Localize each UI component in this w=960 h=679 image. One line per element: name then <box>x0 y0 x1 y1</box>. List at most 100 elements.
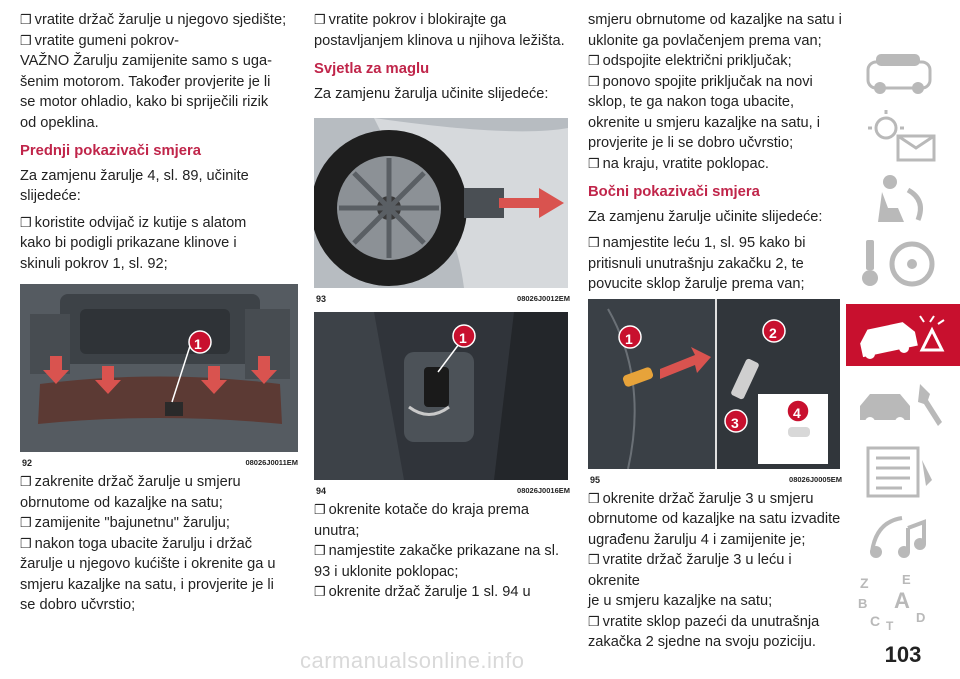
bullet-icon: ❒ <box>314 543 326 558</box>
bullet-icon: ❒ <box>588 73 600 89</box>
text-line: ❒ponovo spojite priključak na novi <box>588 73 813 90</box>
text-line: je u smjeru kazaljke na satu; <box>588 593 773 609</box>
figure-caption: 95 08026J0005EM <box>588 469 844 485</box>
text-line: ❒zakrenite držač žarulje u smjeru <box>20 474 241 490</box>
chapter-tab-specifications[interactable] <box>846 440 960 504</box>
text-line: obrnutome od kazaljke na satu; <box>20 494 223 511</box>
text-line: se dobro učvrstio; <box>20 597 136 613</box>
callout-1: 1 <box>194 336 202 352</box>
bullet-icon: ❒ <box>20 32 32 48</box>
text-line: obrnutome od kazaljke na satu izvadite <box>588 511 841 527</box>
chapter-tab-dashboard[interactable] <box>846 40 960 104</box>
bullet-icon: ❒ <box>20 474 32 489</box>
bullet-icon: ❒ <box>20 535 32 551</box>
callout-1: 1 <box>625 330 633 347</box>
chapter-tab-emergency[interactable] <box>846 304 960 366</box>
bullet-icon: ❒ <box>314 502 326 517</box>
key-steering-icon <box>862 240 935 287</box>
text-line: ❒vratite gumeni pokrov- <box>20 32 180 49</box>
figure-number: 92 <box>22 458 33 468</box>
chapter-tab-warning-lights[interactable] <box>846 104 960 168</box>
figure-caption: 92 08026J0011EM <box>20 452 300 468</box>
text-line: šenim motorom. Također provjerite je li <box>20 73 271 90</box>
svg-text:T: T <box>886 619 894 632</box>
figure-93 <box>314 118 568 288</box>
figure-code: 08026J0012EM <box>517 294 570 303</box>
chapter-tab-maintenance[interactable] <box>846 372 960 436</box>
text-line: okrenite u smjeru kazaljke na satu, i <box>588 114 820 131</box>
watermark: carmanualsonline.info <box>300 648 525 673</box>
text-line: Za zamjenu žarulje 4, sl. 89, učinite <box>20 167 249 184</box>
section-heading: Prednji pokazivači smjera <box>20 143 201 159</box>
text-line: provjerite je li se dobro učvrstio; <box>588 135 794 151</box>
text-line: Za zamjenu žarulja učinite slijedeće: <box>314 85 549 102</box>
car-breakdown-icon <box>860 315 945 359</box>
text-line: ❒namjestite leću 1, sl. 95 kako bi <box>588 235 806 251</box>
text-line: ❒vratite držač žarulje 3 u leću i okreni… <box>588 552 792 589</box>
page-number: 103 <box>884 642 922 667</box>
text-line: se motor ohladio, kako bi spriječili riz… <box>20 94 269 110</box>
svg-text:E: E <box>902 572 911 587</box>
car-dashboard-icon <box>866 54 932 94</box>
engine-bay-illustration <box>20 284 298 452</box>
svg-text:D: D <box>916 610 925 625</box>
bullet-icon: ❒ <box>588 53 600 68</box>
text-line: 93 i uklonite poklopac; <box>314 563 459 580</box>
bullet-icon: ❒ <box>588 235 600 250</box>
spec-list-icon <box>866 446 932 498</box>
text-line: kako bi podigli prikazane klinove i <box>20 235 237 251</box>
text-line: ❒vratite pokrov i blokirajte ga <box>314 12 507 28</box>
bullet-icon: ❒ <box>314 584 326 599</box>
bullet-icon: ❒ <box>588 490 600 506</box>
text-line: ❒namjestite zakačke prikazane na sl. <box>314 543 560 559</box>
figure-92: 1 <box>20 284 298 452</box>
figure-code: 08026J0011EM <box>245 458 298 467</box>
bullet-icon: ❒ <box>314 12 326 27</box>
fog-light-bulb-illustration <box>314 312 568 480</box>
warning-light-icon <box>868 110 936 162</box>
warning-text: VAŽNO Žarulju zamijenite samo s uga- <box>20 53 272 69</box>
svg-text:C: C <box>870 613 880 629</box>
text-line: ❒na kraju, vratite poklopac. <box>588 155 769 172</box>
figure-number: 95 <box>590 474 601 485</box>
svg-text:B: B <box>858 596 867 611</box>
bullet-icon: ❒ <box>20 12 32 27</box>
text-line: slijedeće: <box>20 188 81 204</box>
figure-number: 93 <box>316 294 327 304</box>
text-line: povucite sklop žarulje prema van; <box>588 276 805 292</box>
section-heading: Svjetla za maglu <box>314 61 430 77</box>
svg-text:A: A <box>894 588 910 613</box>
text-line: ❒vratite držač žarulje u njegovo sjedišt… <box>20 12 287 28</box>
figure-caption: 93 08026J0012EM <box>314 288 572 304</box>
chapter-tab-multimedia[interactable] <box>846 508 960 572</box>
callout-2: 2 <box>769 324 777 341</box>
chapter-tab-starting[interactable] <box>846 232 960 296</box>
text-line: uklonite ga povlačenjem prema van; <box>588 32 822 49</box>
chapter-tab-safety[interactable] <box>846 168 960 232</box>
seat-airbag-icon <box>878 175 923 222</box>
bullet-icon: ❒ <box>20 214 32 230</box>
wheel-arch-illustration <box>314 118 568 288</box>
text-line: sklop, te ga nakon toga ubacite, <box>588 94 795 110</box>
multimedia-icon <box>870 516 926 558</box>
text-line: unutra; <box>314 522 360 539</box>
figure-94: 1 <box>314 312 568 480</box>
text-line: ❒okrenite držač žarulje 3 u smjeru <box>588 490 814 507</box>
text-line: smjeru obrnutome od kazaljke na satu i <box>588 12 842 28</box>
text-line: ❒odspojite električni priključak; <box>588 53 792 69</box>
bullet-icon: ❒ <box>20 515 32 530</box>
text-line: ❒nakon toga ubacite žarulju i držač <box>20 535 253 552</box>
svg-text:Z: Z <box>860 575 869 591</box>
callout-4: 4 <box>793 404 801 421</box>
bullet-icon: ❒ <box>588 155 600 171</box>
callout-1: 1 <box>459 330 467 346</box>
text-line: Za zamjenu žarulje učinite slijedeće: <box>588 208 823 225</box>
text-line: ❒okrenite držač žarulje 1 sl. 94 u <box>314 584 531 600</box>
text-line: ❒vratite sklop pazeći da unutrašnja <box>588 613 820 630</box>
text-line: žarulje u njegovo kućište i okrenite ga … <box>20 556 276 572</box>
text-line: postavljanjem klinova u njihova ležišta. <box>314 32 565 49</box>
figure-number: 94 <box>316 486 327 496</box>
